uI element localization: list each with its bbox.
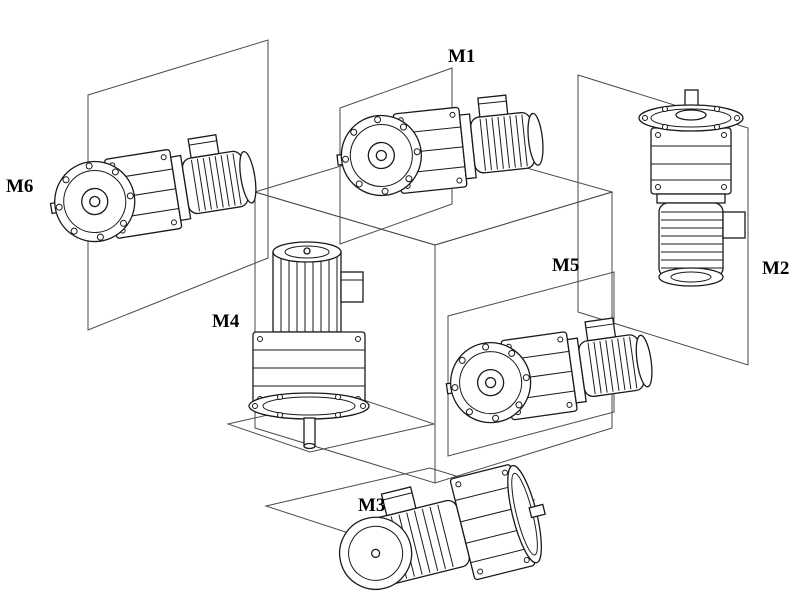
gearmotor-m3-illustration — [326, 456, 558, 612]
mounting-plane-m5 — [447, 271, 615, 457]
label-m5: M5 — [552, 255, 579, 276]
mounting-plane-m6 — [87, 39, 269, 331]
label-m6: M6 — [6, 176, 33, 197]
gearmotor-m2-illustration — [638, 89, 746, 287]
label-m2: M2 — [762, 258, 789, 279]
mounting-plane-m1 — [339, 67, 453, 245]
gearmotor-m1-illustration — [332, 91, 548, 201]
gearmotor-m5-illustration — [439, 312, 658, 430]
label-m1: M1 — [448, 46, 475, 67]
gearmotor-m4-illustration — [248, 241, 370, 450]
gearmotor-m6-illustration — [43, 129, 262, 249]
label-m4: M4 — [212, 311, 240, 332]
mounting-plane-m3 — [264, 467, 536, 541]
label-m3: M3 — [358, 495, 385, 516]
